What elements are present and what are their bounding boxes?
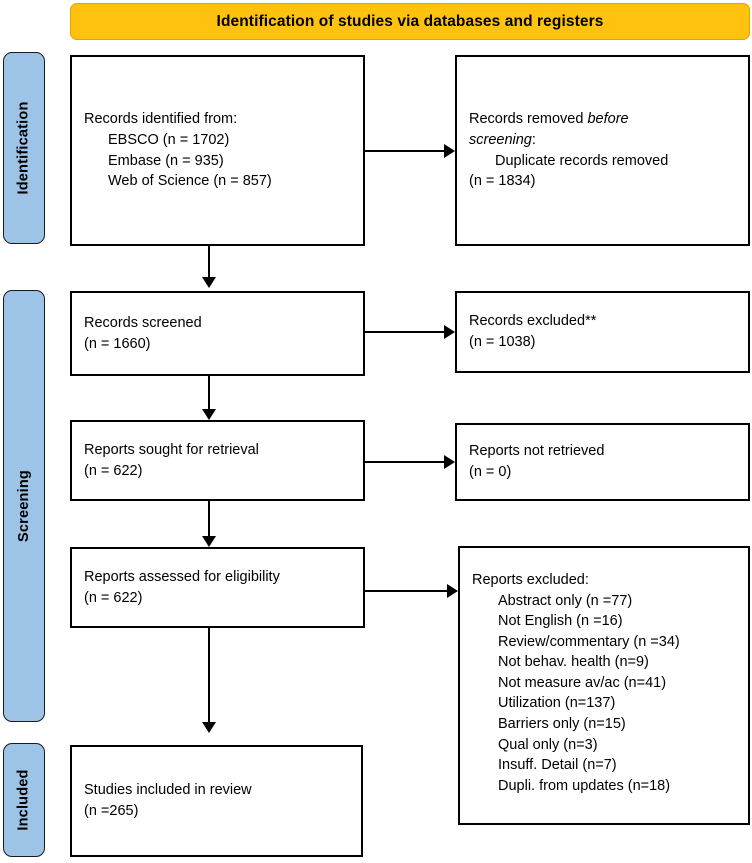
arrowhead-identified-to-removed	[444, 144, 455, 158]
reports-excluded-reason: Abstract only (n =77)	[498, 592, 633, 609]
reports-excluded-reason: Not English (n =16)	[498, 613, 623, 630]
node-records-removed: Records removed before screening: Duplic…	[455, 55, 750, 246]
records-removed-heading-line1: Records removed before	[469, 109, 736, 130]
node-studies-included-content: Studies included in review (n =265)	[72, 780, 361, 821]
reports-excluded-reason: Insuff. Detail (n=7)	[498, 757, 617, 774]
stage-label-identification-text: Identification	[16, 101, 32, 195]
records-removed-text-a: Records removed	[469, 111, 588, 128]
arrowhead-sought-to-assessed	[202, 536, 216, 547]
node-records-identified: Records identified from: EBSCO (n = 1702…	[70, 55, 365, 246]
reports-excluded-reason: Not behav. health (n=9)	[498, 654, 649, 671]
arrowhead-sought-to-not-retrieved	[444, 455, 455, 469]
reports-excluded-reason: Qual only (n=3)	[498, 736, 598, 753]
arrowhead-assessed-to-included	[202, 722, 216, 733]
records-excluded-count: (n = 1038)	[469, 334, 536, 350]
edge-identified-to-screened	[208, 246, 210, 279]
arrowhead-screened-to-sought	[202, 409, 216, 420]
reports-excluded-heading: Reports excluded:	[472, 572, 589, 588]
node-reports-assessed: Reports assessed for eligibility (n = 62…	[70, 547, 365, 628]
records-excluded-label: Records excluded**	[469, 313, 597, 330]
stage-label-identification: Identification	[3, 52, 45, 244]
stage-label-included-text: Included	[16, 769, 32, 831]
reports-assessed-count: (n = 622)	[84, 589, 143, 606]
reports-not-retrieved-label: Reports not retrieved	[469, 443, 605, 460]
records-identified-source-ebsco: EBSCO (n = 1702)	[108, 131, 230, 148]
studies-included-count: (n =265)	[84, 803, 139, 819]
banner-title: Identification of studies via databases …	[216, 12, 604, 30]
studies-included-label: Studies included in review	[84, 782, 252, 799]
records-removed-text-before: before	[587, 111, 629, 128]
records-identified-source-wos: Web of Science (n = 857)	[108, 173, 272, 190]
reports-sought-count: (n = 622)	[84, 462, 143, 479]
records-removed-text-screening: screening	[469, 131, 532, 148]
reports-excluded-reason: Barriers only (n=15)	[498, 716, 626, 733]
edge-sought-to-assessed	[208, 501, 210, 538]
stage-label-included: Included	[3, 743, 45, 857]
reports-excluded-reason: Utilization (n=137)	[498, 695, 616, 712]
edge-identified-to-removed	[365, 150, 444, 152]
arrowhead-screened-to-excluded	[444, 325, 455, 339]
edge-assessed-to-reports-excluded	[365, 590, 447, 592]
node-reports-assessed-content: Reports assessed for eligibility (n = 62…	[72, 567, 363, 608]
records-removed-text-colon: :	[531, 131, 536, 148]
edge-screened-to-sought	[208, 376, 210, 411]
reports-not-retrieved-count: (n = 0)	[469, 464, 512, 480]
arrowhead-assessed-to-reports-excluded	[447, 584, 458, 598]
node-records-excluded: Records excluded** (n = 1038)	[455, 291, 750, 373]
diagram-banner: Identification of studies via databases …	[70, 3, 750, 40]
reports-excluded-reason: Review/commentary (n =34)	[498, 633, 680, 650]
node-reports-sought-content: Reports sought for retrieval (n = 622)	[72, 440, 363, 481]
records-removed-heading-line2: screening:	[469, 130, 736, 151]
records-removed-duplicate-label: Duplicate records removed	[495, 152, 669, 169]
records-identified-source-embase: Embase (n = 935)	[108, 152, 224, 169]
node-records-excluded-content: Records excluded** (n = 1038)	[457, 311, 748, 352]
edge-sought-to-not-retrieved	[365, 461, 444, 463]
node-records-screened-content: Records screened (n = 1660)	[72, 313, 363, 354]
node-records-removed-content: Records removed before screening: Duplic…	[457, 109, 748, 191]
node-reports-excluded-reasons: Reports excluded: Abstract only (n =77) …	[458, 546, 750, 825]
reports-assessed-label: Reports assessed for eligibility	[84, 568, 280, 585]
reports-excluded-reason: Dupli. from updates (n=18)	[498, 777, 671, 794]
records-removed-duplicate-count: (n = 1834)	[469, 173, 536, 190]
node-records-screened: Records screened (n = 1660)	[70, 291, 365, 376]
node-reports-excluded-reasons-content: Reports excluded: Abstract only (n =77) …	[460, 570, 748, 796]
arrowhead-identified-to-screened	[202, 277, 216, 288]
node-records-identified-content: Records identified from: EBSCO (n = 1702…	[72, 109, 363, 191]
node-studies-included: Studies included in review (n =265)	[70, 745, 363, 857]
records-screened-count: (n = 1660)	[84, 335, 151, 352]
reports-sought-label: Reports sought for retrieval	[84, 441, 259, 458]
stage-label-screening-text: Screening	[16, 470, 33, 542]
reports-excluded-reason: Not measure av/ac (n=41)	[498, 674, 667, 691]
stage-label-screening: Screening	[3, 290, 45, 722]
edge-screened-to-excluded	[365, 331, 444, 333]
edge-assessed-to-included	[208, 628, 210, 724]
records-identified-heading: Records identified from:	[84, 111, 238, 128]
node-reports-sought: Reports sought for retrieval (n = 622)	[70, 420, 365, 501]
node-reports-not-retrieved: Reports not retrieved (n = 0)	[455, 423, 750, 501]
records-screened-label: Records screened	[84, 314, 202, 331]
node-reports-not-retrieved-content: Reports not retrieved (n = 0)	[457, 441, 748, 482]
